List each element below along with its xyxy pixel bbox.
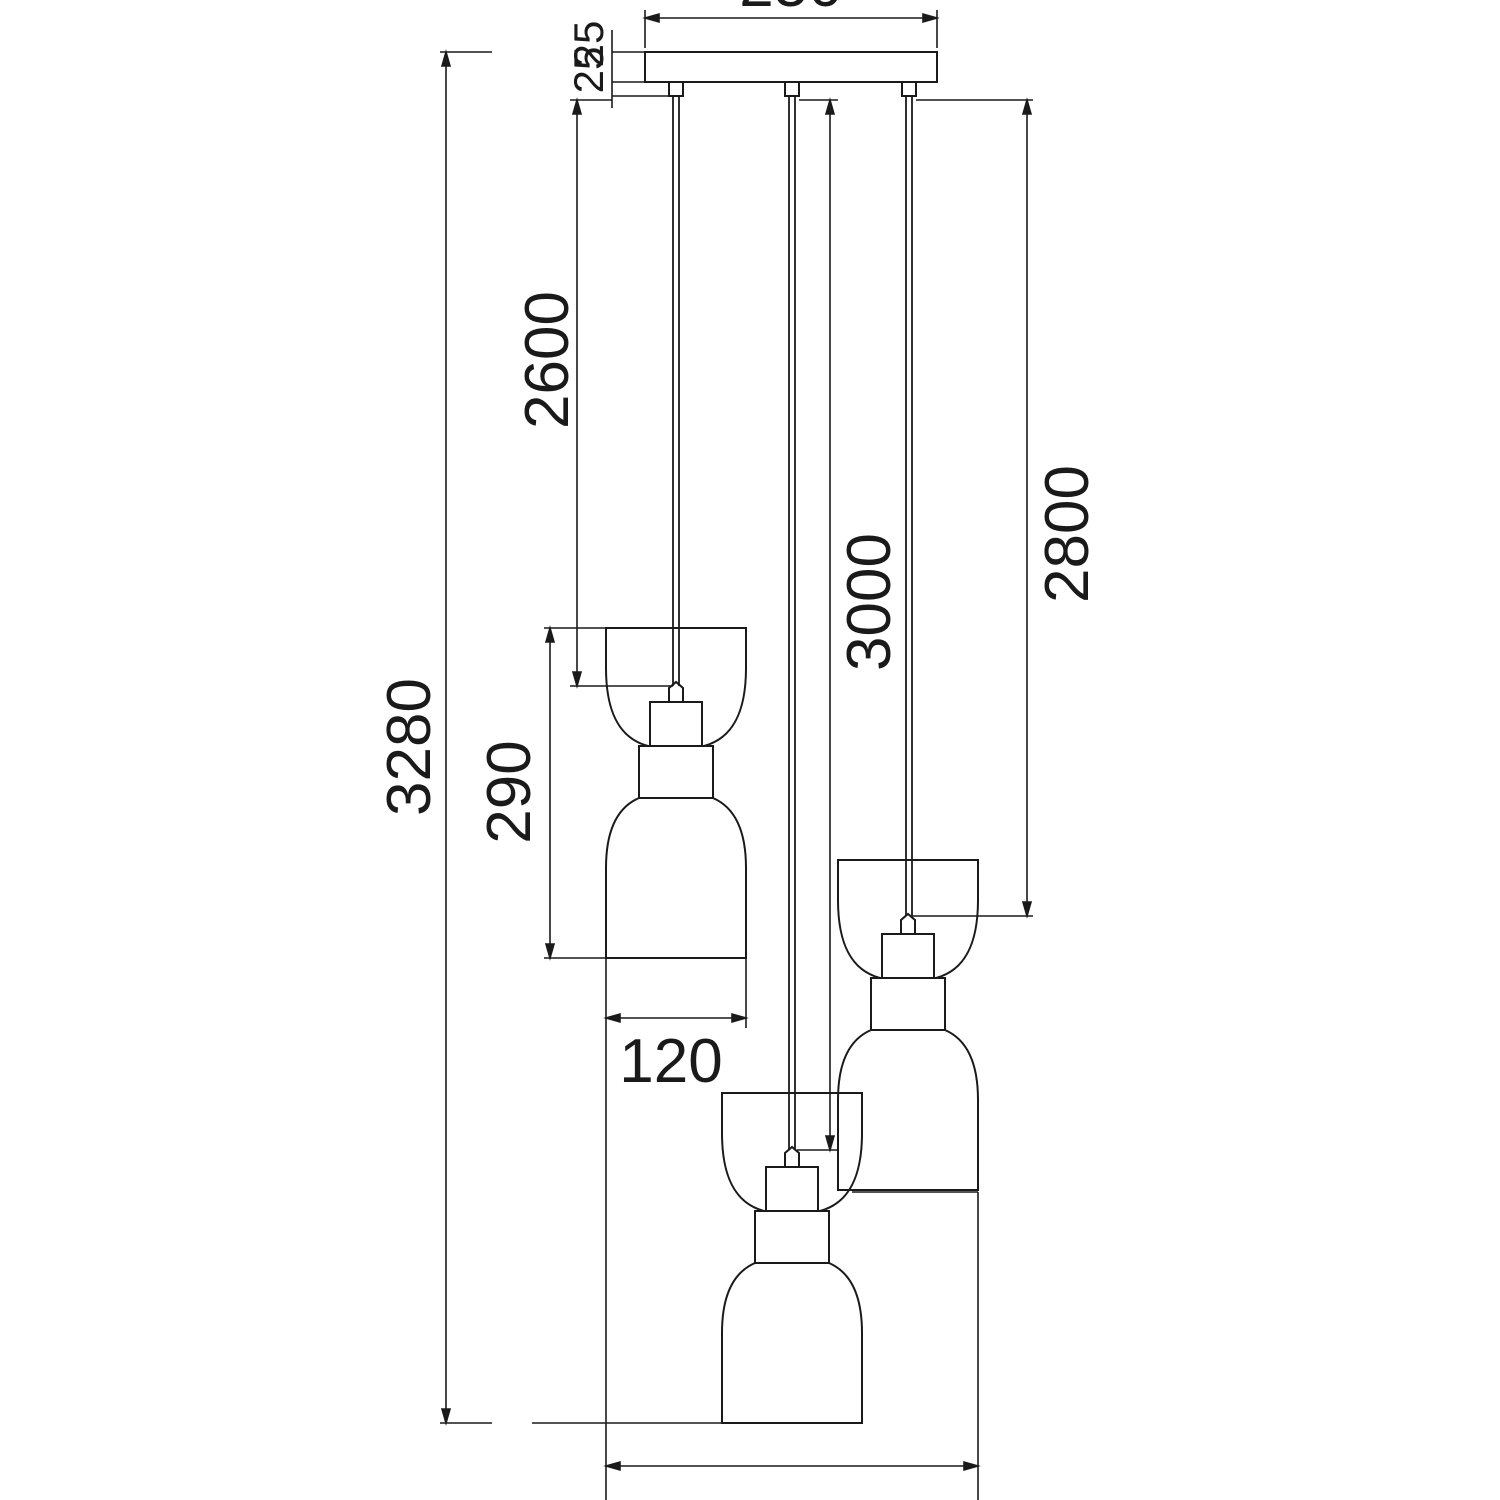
dimension-lines <box>440 10 1033 1500</box>
cord-left <box>672 96 680 686</box>
canopy-plate <box>644 51 938 83</box>
cord-grip-left <box>668 81 684 97</box>
cord-right <box>905 96 913 916</box>
label-shade-width: 120 <box>619 1027 722 1096</box>
label-cord-right: 2800 <box>1033 465 1102 603</box>
shade-center <box>721 1092 863 1424</box>
dim-canopy-width <box>642 10 940 48</box>
label-shade-height: 290 <box>475 740 544 843</box>
label-total-height: 3280 <box>375 678 444 816</box>
cords <box>672 96 913 1150</box>
dim-cord-right <box>912 97 1033 919</box>
label-cord-center: 3000 <box>835 533 904 671</box>
cord-center <box>788 96 796 1150</box>
label-canopy-width: 250 <box>739 0 842 20</box>
cord-grip-center <box>784 81 800 97</box>
label-canopy-gap: 25 <box>565 47 612 94</box>
label-cord-left: 2600 <box>513 291 582 429</box>
dim-total-height <box>440 49 722 1426</box>
dim-canopy-height <box>611 30 670 108</box>
dimension-labels: 250 25 25 2600 290 3280 120 3000 2800 <box>375 0 1102 1096</box>
dim-shade-width <box>603 958 749 1028</box>
canopy <box>644 51 938 97</box>
shade-left <box>605 627 747 959</box>
dim-cord-center <box>797 97 838 1153</box>
dim-overall-width <box>603 958 981 1500</box>
dim-cord-left <box>570 97 673 689</box>
cord-grip-right <box>901 81 917 97</box>
dim-shade-height <box>544 625 606 961</box>
label-canopy-height: 25 <box>565 21 612 68</box>
shade-right <box>837 859 979 1191</box>
